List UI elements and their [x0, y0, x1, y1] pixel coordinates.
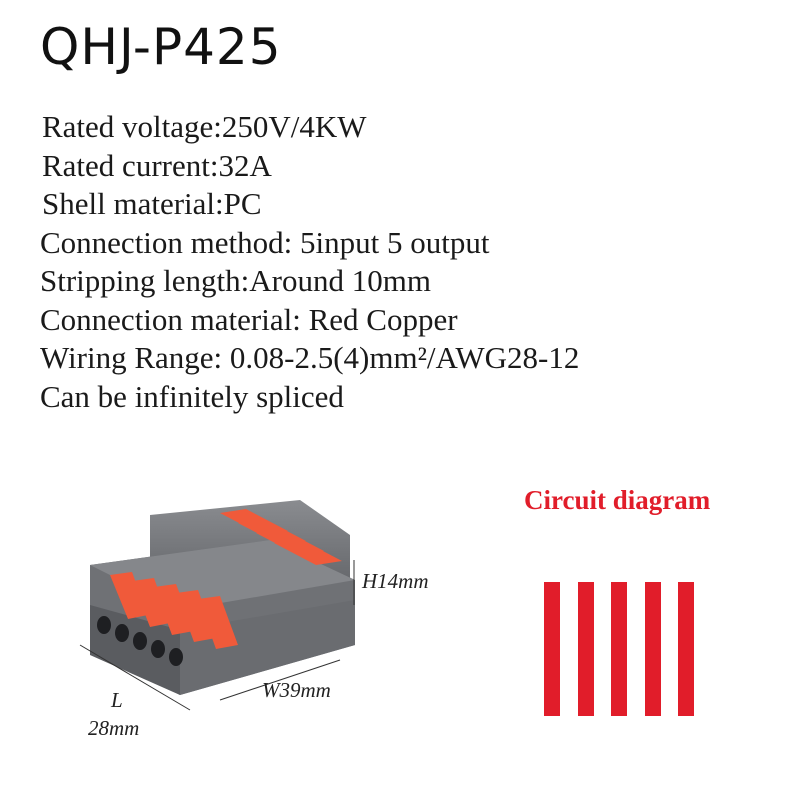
spec-list: Rated voltage:250V/4KW Rated current:32A… — [40, 108, 580, 416]
product-title: QHJ-P425 — [40, 18, 282, 76]
spec-connection-method: Connection method: 5input 5 output — [40, 224, 490, 260]
spec-connection-material: Connection material: Red Copper — [40, 301, 458, 337]
circuit-diagram — [544, 582, 694, 716]
spec-stripping-length: Stripping length:Around 10mm — [40, 263, 431, 298]
length-dimension-value: 28mm — [88, 716, 140, 740]
circuit-line-5 — [678, 582, 694, 716]
circuit-line-1 — [544, 582, 560, 716]
circuit-line-4 — [644, 582, 661, 716]
spec-rated-current: Rated current:32A — [42, 147, 272, 183]
spec-wiring-range: Wiring Range: 0.08-2.5(4)mm²/AWG28-12 — [40, 340, 580, 375]
height-dimension-label: H14mm — [362, 569, 429, 593]
circuit-line-2 — [577, 582, 594, 716]
spec-splicing: Can be infinitely spliced — [40, 378, 344, 414]
circuit-diagram-title: Circuit diagram — [524, 485, 711, 515]
spec-shell-material: Shell material:PC — [42, 186, 262, 221]
connector-product-image — [79, 500, 355, 711]
spec-rated-voltage: Rated voltage:250V/4KW — [42, 109, 367, 144]
width-dimension-label: W39mm — [262, 678, 331, 702]
length-dimension-letter: L — [111, 688, 123, 712]
circuit-line-3 — [611, 582, 627, 716]
